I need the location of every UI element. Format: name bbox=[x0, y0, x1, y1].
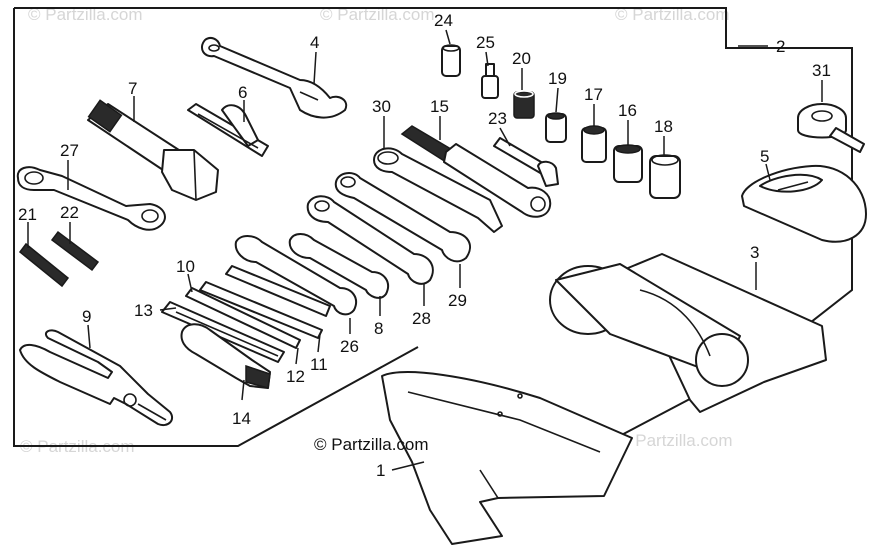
callout-8: 8 bbox=[374, 319, 383, 338]
watermark-top-center: © Partzilla.com bbox=[320, 5, 435, 24]
callout-18: 18 bbox=[654, 117, 673, 136]
copyright-text: © Partzilla.com bbox=[314, 435, 429, 454]
callout-17: 17 bbox=[584, 85, 603, 104]
callout-13: 13 bbox=[134, 301, 153, 320]
callout-23: 23 bbox=[488, 109, 507, 128]
callout-10: 10 bbox=[176, 257, 195, 276]
screwdriver-11 bbox=[225, 265, 331, 317]
callout-11: 11 bbox=[310, 355, 328, 374]
feeler-gauge bbox=[187, 103, 269, 157]
ratchet-handle bbox=[400, 125, 552, 218]
callout-16: 16 bbox=[618, 101, 637, 120]
callout-29: 29 bbox=[448, 291, 467, 310]
tool-roll-bag bbox=[549, 253, 827, 413]
socket-17 bbox=[581, 125, 607, 163]
callout-1: 1 bbox=[376, 461, 385, 480]
callout-9: 9 bbox=[82, 307, 91, 326]
pin-21 bbox=[18, 242, 70, 288]
socket-extension bbox=[493, 137, 559, 187]
screwdriver-handle-13 bbox=[161, 301, 285, 363]
adjustable-wrench bbox=[201, 37, 348, 119]
offset-box-wrench bbox=[16, 166, 166, 231]
leader-lines bbox=[27, 29, 823, 471]
callout-25: 25 bbox=[476, 33, 495, 52]
callout-6: 6 bbox=[238, 83, 247, 102]
spark-plug-wrench bbox=[87, 99, 219, 201]
screwdriver-12 bbox=[199, 281, 323, 339]
callout-26: 26 bbox=[340, 337, 359, 356]
pliers bbox=[19, 329, 174, 426]
callout-21: 21 bbox=[18, 205, 37, 224]
storage-tray bbox=[381, 371, 633, 545]
open-end-wrench-26 bbox=[234, 235, 358, 316]
callout-31: 31 bbox=[812, 61, 831, 80]
ring-wrench-30 bbox=[373, 147, 503, 233]
callout-12: 12 bbox=[286, 367, 305, 386]
combination-wrench-29 bbox=[334, 172, 471, 263]
open-end-wrench-28 bbox=[306, 195, 434, 285]
tie-down-reel bbox=[797, 103, 865, 153]
callout-27: 27 bbox=[60, 141, 79, 160]
socket-25 bbox=[481, 63, 499, 99]
screwdriver-10 bbox=[185, 287, 301, 349]
socket-20 bbox=[513, 90, 535, 119]
callout-15: 15 bbox=[430, 97, 449, 116]
callout-7: 7 bbox=[128, 79, 137, 98]
watermark-top-right: © Partzilla.com bbox=[615, 5, 730, 24]
callout-19: 19 bbox=[548, 69, 567, 88]
callout-14: 14 bbox=[232, 409, 251, 428]
callout-22: 22 bbox=[60, 203, 79, 222]
callout-2: 2 bbox=[776, 37, 785, 56]
open-end-wrench-8 bbox=[288, 233, 390, 299]
socket-19 bbox=[545, 112, 567, 143]
small-pouch bbox=[741, 164, 867, 243]
callout-28: 28 bbox=[412, 309, 431, 328]
callout-20: 20 bbox=[512, 49, 531, 68]
callout-5: 5 bbox=[760, 147, 769, 166]
callout-30: 30 bbox=[372, 97, 391, 116]
socket-24 bbox=[441, 44, 461, 77]
socket-16 bbox=[613, 144, 643, 183]
screwdriver-grip bbox=[180, 323, 271, 389]
callout-24: 24 bbox=[434, 11, 453, 30]
socket-18 bbox=[649, 154, 681, 199]
pin-22 bbox=[50, 230, 100, 272]
watermark-bottom-right: © Partzilla.com bbox=[618, 431, 733, 450]
callout-3: 3 bbox=[750, 243, 759, 262]
callout-4: 4 bbox=[310, 33, 319, 52]
watermark-top-left: © Partzilla.com bbox=[28, 5, 143, 24]
